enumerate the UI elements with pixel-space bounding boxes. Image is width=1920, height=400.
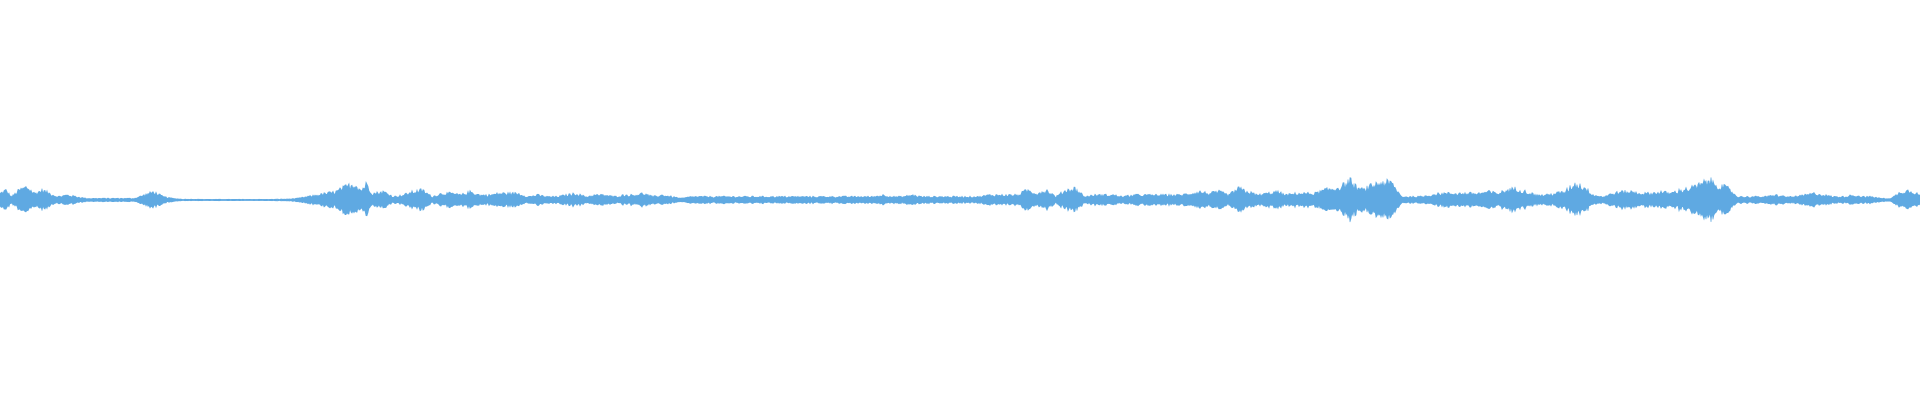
waveform-shape-group	[0, 177, 1920, 223]
